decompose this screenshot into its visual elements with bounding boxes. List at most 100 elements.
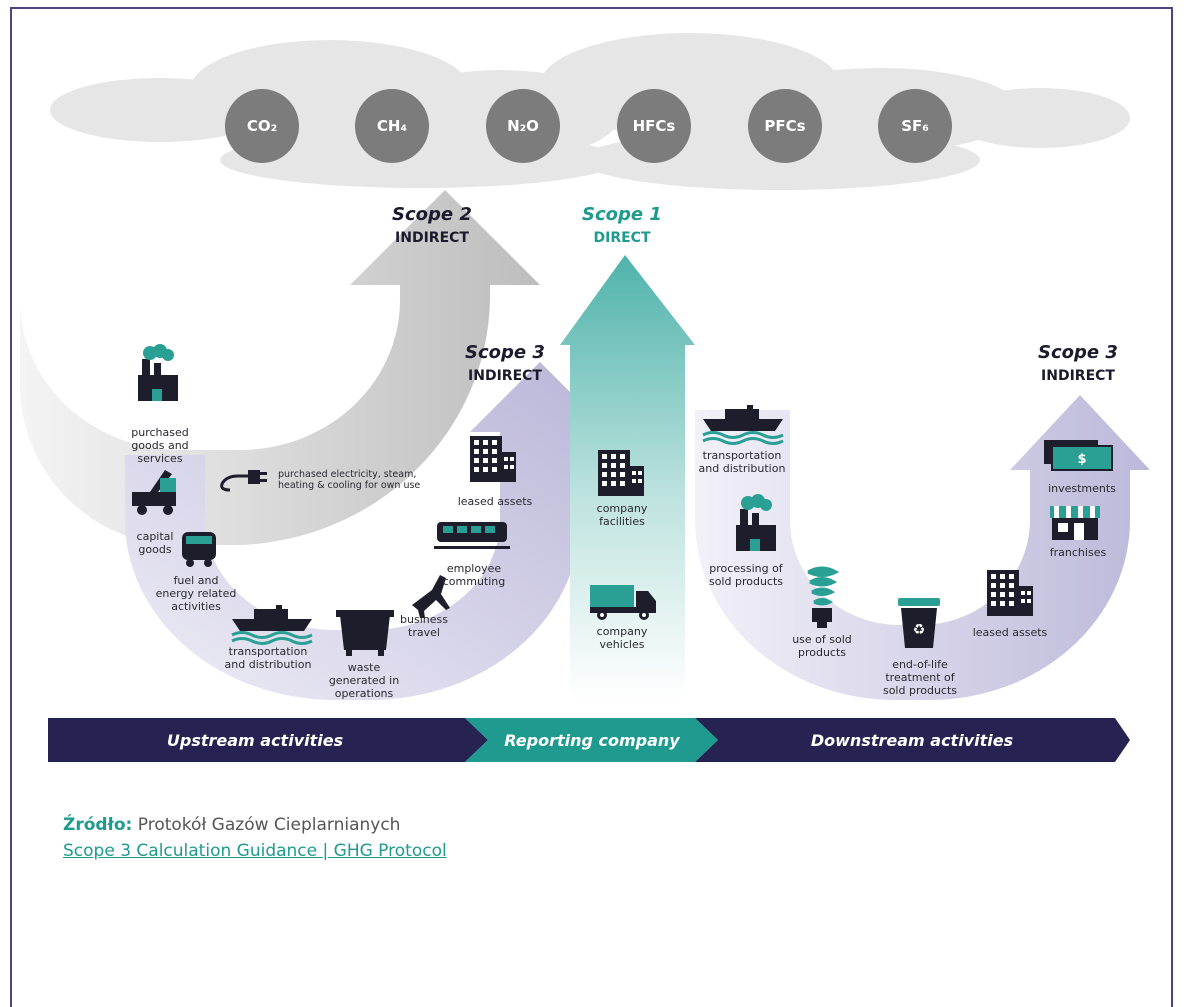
downstream-transportation-label-line: transportation [703, 449, 782, 462]
scope3-downstream-arrow [695, 395, 1150, 700]
scope3-upstream-title: Scope 3 [465, 342, 545, 363]
scope2-subtitle: INDIRECT [395, 230, 469, 246]
company-vehicles-label-line: company [597, 625, 648, 638]
gas-circle [617, 89, 691, 163]
gas-circle [355, 89, 429, 163]
scope2-title: Scope 2 [392, 204, 472, 225]
electricity-label-line: purchased electricity, steam, [278, 469, 416, 480]
scope3-downstream-title: Scope 3 [1038, 342, 1118, 363]
fuel-energy-label-line: activities [171, 600, 221, 613]
scope3-downstream-subtitle: INDIRECT [1041, 368, 1115, 384]
reporting-label: Reporting company [504, 731, 680, 750]
processing-label-line: processing of [709, 562, 784, 575]
gas-circle [748, 89, 822, 163]
reporting-segment [465, 718, 718, 762]
investments-dollar-sign: $ [1077, 452, 1086, 467]
end-of-life-label-line: treatment of [885, 671, 955, 684]
gas-circle [486, 89, 560, 163]
factory-icon [138, 344, 178, 401]
downstream-segment [695, 718, 1130, 762]
business-travel-label-line: travel [408, 626, 440, 639]
company-facilities-label-line: facilities [599, 515, 645, 528]
gas-label: SF₆ [901, 117, 929, 135]
electricity-label-line: heating & cooling for own use [278, 480, 420, 491]
storefront-icon [1050, 506, 1100, 540]
fuel-energy-label-line: fuel and [174, 574, 219, 587]
upstream-transportation-label-line: transportation [229, 645, 308, 658]
end-of-life-label-line: sold products [883, 684, 957, 697]
electricity-label: purchased electricity, steam,heating & c… [278, 469, 420, 491]
source-text: Protokół Gazów Cieplarnianych [137, 815, 401, 835]
waste-label-line: generated in [329, 674, 399, 687]
money-icon: $ [1044, 440, 1113, 471]
gas-circle [225, 89, 299, 163]
gas-circle [878, 89, 952, 163]
scope1-subtitle: DIRECT [594, 230, 651, 246]
downstream-leased-assets-label-line: leased assets [973, 626, 1048, 639]
use-of-sold-products-label-line: use of sold [792, 633, 852, 646]
upstream-segment [48, 718, 488, 762]
upstream-label: Upstream activities [167, 731, 343, 750]
svg-text:♻: ♻ [913, 622, 926, 638]
downstream-transportation-label-line: and distribution [699, 462, 786, 475]
waste-label-line: operations [335, 687, 394, 700]
lightbulb-icon [807, 566, 840, 628]
capital-goods-label-line: goods [138, 543, 171, 556]
gas-label: CH₄ [377, 117, 407, 135]
investments-label: investments [1048, 482, 1116, 495]
dumpster-icon [336, 610, 394, 656]
source-line: Źródło: Protokół Gazów Cieplarnianych [63, 812, 447, 838]
end-of-life-label-line: end-of-life [892, 658, 948, 671]
franchises-label: franchises [1050, 546, 1107, 559]
capital-goods-label-line: capital [137, 530, 174, 543]
scope3-upstream-subtitle: INDIRECT [468, 368, 542, 384]
source-label: Źródło: [63, 815, 133, 835]
waste-label-line: waste [348, 661, 381, 674]
scope1-title: Scope 1 [582, 204, 662, 225]
gas-label: CO₂ [247, 117, 277, 135]
company-facilities-label-line: company [597, 502, 648, 515]
processing-label-line: sold products [709, 575, 783, 588]
employee-commuting-label-line: employee [447, 562, 502, 575]
train-icon [434, 522, 510, 549]
crane-truck-icon [132, 470, 176, 515]
upstream-transportation-label-line: and distribution [225, 658, 312, 671]
gas-label: N₂O [507, 117, 539, 135]
purchased-goods-label-line: purchased [131, 426, 188, 439]
fuel-energy-label-line: energy related [156, 587, 237, 600]
source-link[interactable]: Scope 3 Calculation Guidance | GHG Proto… [63, 841, 447, 861]
franchises-label-line: franchises [1050, 546, 1107, 559]
scope3-upstream-arrow [125, 362, 610, 700]
gas-label: HFCs [633, 117, 676, 135]
company-vehicles-label-line: vehicles [600, 638, 645, 651]
purchased-goods-label-line: services [137, 452, 182, 465]
activity-bar: Upstream activities Reporting company Do… [48, 718, 1130, 762]
downstream-leased-assets-label: leased assets [973, 626, 1048, 639]
recycle-bin-icon: ♻ [898, 598, 940, 648]
business-travel-label-line: business [400, 613, 448, 626]
investments-label-line: investments [1048, 482, 1116, 495]
purchased-goods-label-line: goods and [131, 439, 188, 452]
emissions-cloud [50, 33, 1130, 190]
downstream-label: Downstream activities [811, 731, 1013, 750]
upstream-leased-assets-label: leased assets [458, 495, 533, 508]
plug-icon [220, 470, 267, 492]
employee-commuting-label-line: commuting [443, 575, 506, 588]
use-of-sold-products-label-line: products [798, 646, 846, 659]
upstream-leased-assets-label-line: leased assets [458, 495, 533, 508]
airplane-icon [412, 575, 450, 618]
